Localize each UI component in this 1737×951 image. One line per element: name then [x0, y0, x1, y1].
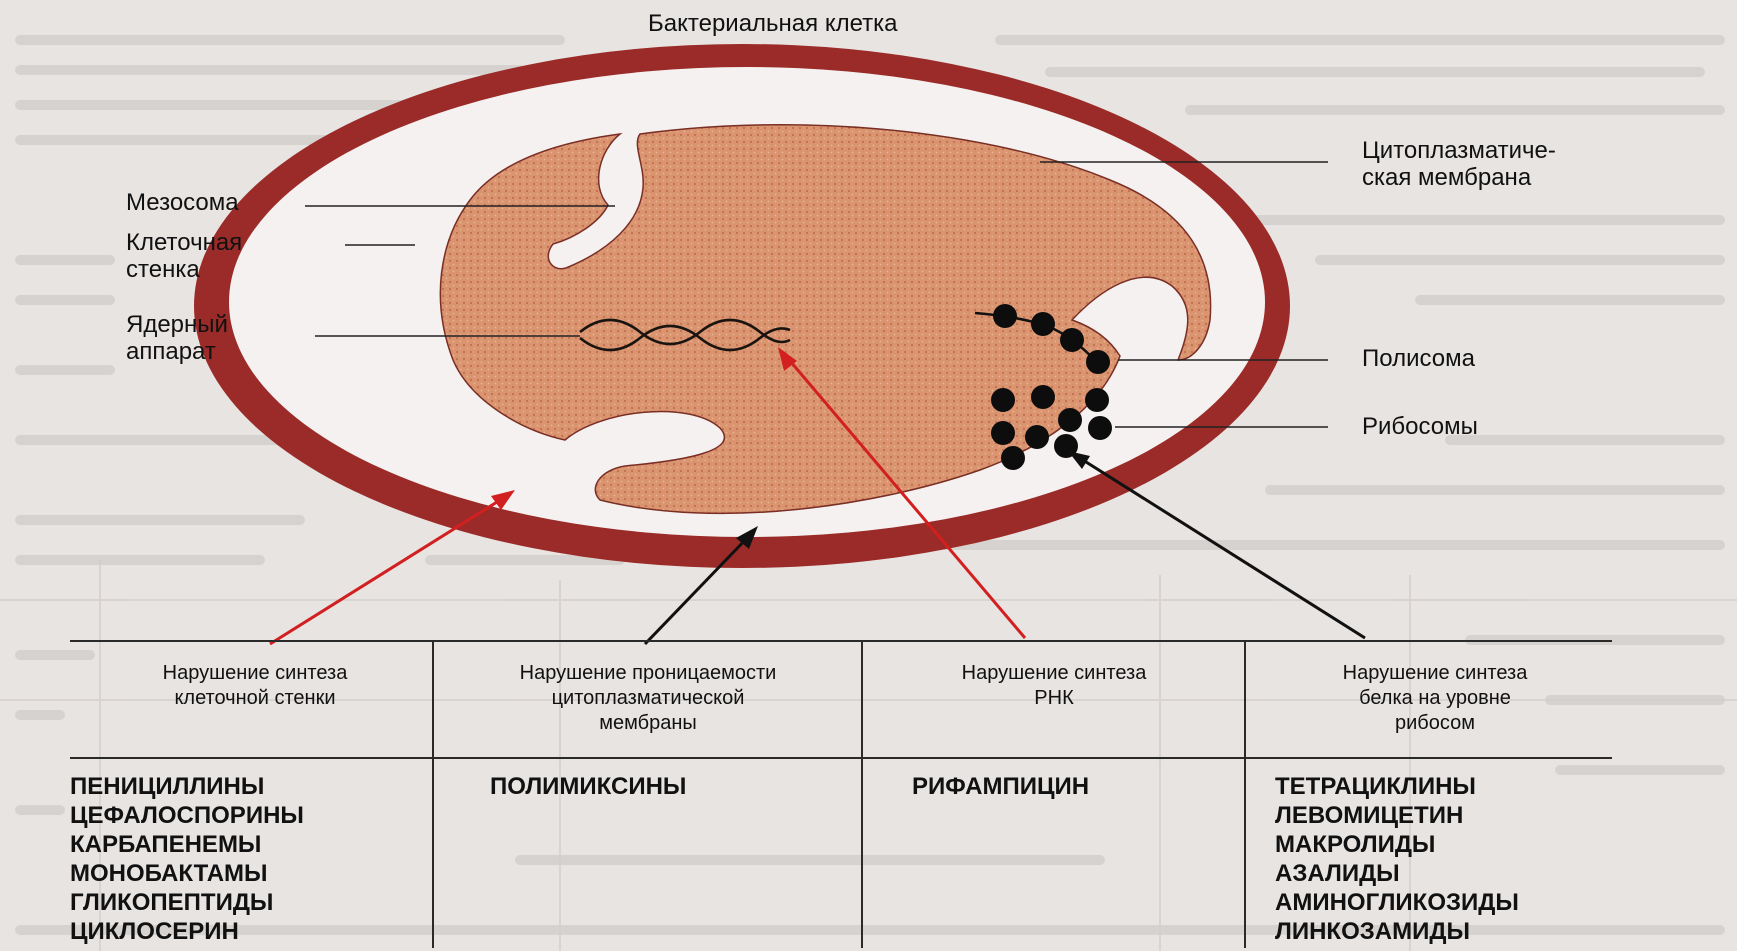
- label-membrane-line1: Цитоплазматиче-: [1362, 136, 1556, 165]
- header-line: РНК: [865, 686, 1243, 711]
- drug-item: МОНОБАКТАМЫ: [70, 859, 304, 888]
- header-line: мембраны: [436, 711, 860, 736]
- header-line: белка на уровне: [1250, 686, 1620, 711]
- header-line: Нарушение синтеза: [1250, 661, 1620, 686]
- column-header-ribosome: Нарушение синтеза белка на уровне рибосо…: [1250, 661, 1620, 736]
- drug-item: КАРБАПЕНЕМЫ: [70, 830, 304, 859]
- drug-list-membrane: ПОЛИМИКСИНЫ: [490, 772, 686, 801]
- drug-item: ЦЕФАЛОСПОРИНЫ: [70, 801, 304, 830]
- arrow-cell-wall: [270, 497, 505, 644]
- column-header-cell-wall: Нарушение синтеза клеточной стенки: [80, 661, 430, 711]
- drug-item: ЦИКЛОСЕРИН: [70, 917, 304, 946]
- drug-list-cell-wall: ПЕНИЦИЛЛИНЫ ЦЕФАЛОСПОРИНЫ КАРБАПЕНЕМЫ МО…: [70, 772, 304, 946]
- drug-item: ТЕТРАЦИКЛИНЫ: [1275, 772, 1519, 801]
- drug-item: МАКРОЛИДЫ: [1275, 830, 1519, 859]
- arrow-ribosome: [1075, 455, 1365, 638]
- label-cell-wall-line2: стенка: [126, 255, 200, 284]
- drug-list-ribosome: ТЕТРАЦИКЛИНЫ ЛЕВОМИЦЕТИН МАКРОЛИДЫ АЗАЛИ…: [1275, 772, 1519, 946]
- column-header-membrane: Нарушение проницаемости цитоплазматическ…: [436, 661, 860, 736]
- drug-item: АМИНОГЛИКОЗИДЫ: [1275, 888, 1519, 917]
- drug-item: ПЕНИЦИЛЛИНЫ: [70, 772, 304, 801]
- header-line: рибосом: [1250, 711, 1620, 736]
- header-line: Нарушение проницаемости: [436, 661, 860, 686]
- header-line: Нарушение синтеза: [80, 661, 430, 686]
- drug-item: РИФАМПИЦИН: [912, 772, 1089, 801]
- drug-list-rna: РИФАМПИЦИН: [912, 772, 1089, 801]
- label-mesosome: Мезосома: [126, 188, 239, 217]
- drug-item: ЛИНКОЗАМИДЫ: [1275, 917, 1519, 946]
- drug-item: ГЛИКОПЕПТИДЫ: [70, 888, 304, 917]
- drug-item: АЗАЛИДЫ: [1275, 859, 1519, 888]
- column-header-rna: Нарушение синтеза РНК: [865, 661, 1243, 711]
- header-line: Нарушение синтеза: [865, 661, 1243, 686]
- label-cell-wall-line1: Клеточная: [126, 228, 242, 257]
- page-title: Бактериальная клетка: [648, 9, 898, 38]
- drug-item: ЛЕВОМИЦЕТИН: [1275, 801, 1519, 830]
- label-ribosomes: Рибосомы: [1362, 412, 1478, 441]
- header-line: цитоплазматической: [436, 686, 860, 711]
- drug-item: ПОЛИМИКСИНЫ: [490, 772, 686, 801]
- header-line: клеточной стенки: [80, 686, 430, 711]
- label-nucleus-line1: Ядерный: [126, 310, 228, 339]
- label-membrane-line2: ская мембрана: [1362, 163, 1531, 192]
- label-nucleus-line2: аппарат: [126, 337, 216, 366]
- label-polysome: Полисома: [1362, 344, 1475, 373]
